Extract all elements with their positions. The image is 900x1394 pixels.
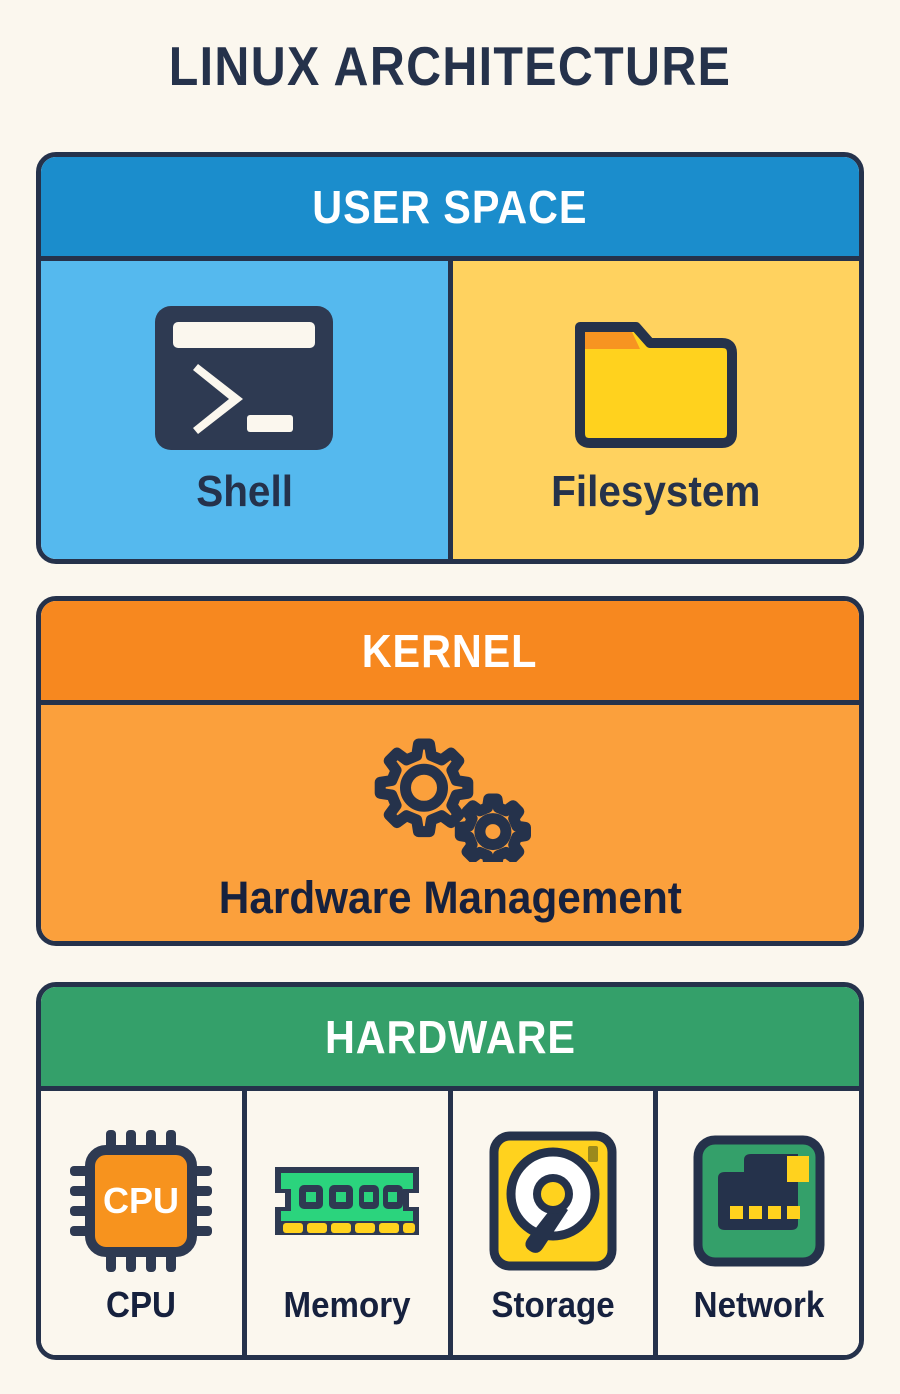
user-space-body: Shell Filesystem [41, 261, 859, 559]
page-title: LINUX ARCHITECTURE [168, 35, 732, 97]
ram-stick-icon [267, 1126, 427, 1276]
cpu-label: CPU [106, 1283, 177, 1325]
user-space-header-label: USER SPACE [312, 180, 588, 233]
hardware-cell-network[interactable]: Network [653, 1091, 859, 1355]
kernel-body[interactable]: Hardware Management [41, 705, 859, 941]
filesystem-label: Filesystem [551, 467, 761, 516]
storage-label: Storage [491, 1283, 615, 1325]
layer-hardware: HARDWARE [36, 982, 864, 1360]
network-card-icon [692, 1126, 826, 1276]
memory-label: Memory [283, 1283, 411, 1325]
kernel-header: KERNEL [41, 601, 859, 705]
kernel-header-label: KERNEL [362, 624, 538, 677]
layer-user-space: USER SPACE Shell [36, 152, 864, 564]
cpu-chip-text: CPU [103, 1180, 179, 1221]
user-space-cell-shell[interactable]: Shell [41, 261, 448, 559]
terminal-icon [151, 303, 337, 453]
user-space-cell-filesystem[interactable]: Filesystem [447, 261, 859, 559]
folder-icon [566, 303, 746, 453]
shell-label: Shell [195, 467, 293, 516]
layer-kernel: KERNEL Hardware Management [36, 596, 864, 946]
hard-disk-icon [488, 1126, 618, 1276]
hardware-body: CPU CPU [41, 1091, 859, 1355]
hardware-cell-cpu[interactable]: CPU CPU [41, 1091, 242, 1355]
hardware-header-label: HARDWARE [324, 1010, 576, 1063]
hardware-management-label: Hardware Management [218, 871, 682, 923]
cpu-chip-icon: CPU [68, 1126, 214, 1276]
hardware-cell-memory[interactable]: Memory [241, 1091, 448, 1355]
hardware-cell-storage[interactable]: Storage [447, 1091, 654, 1355]
user-space-header: USER SPACE [41, 157, 859, 261]
hardware-header: HARDWARE [41, 987, 859, 1091]
gears-icon [361, 734, 539, 866]
network-label: Network [693, 1283, 824, 1325]
